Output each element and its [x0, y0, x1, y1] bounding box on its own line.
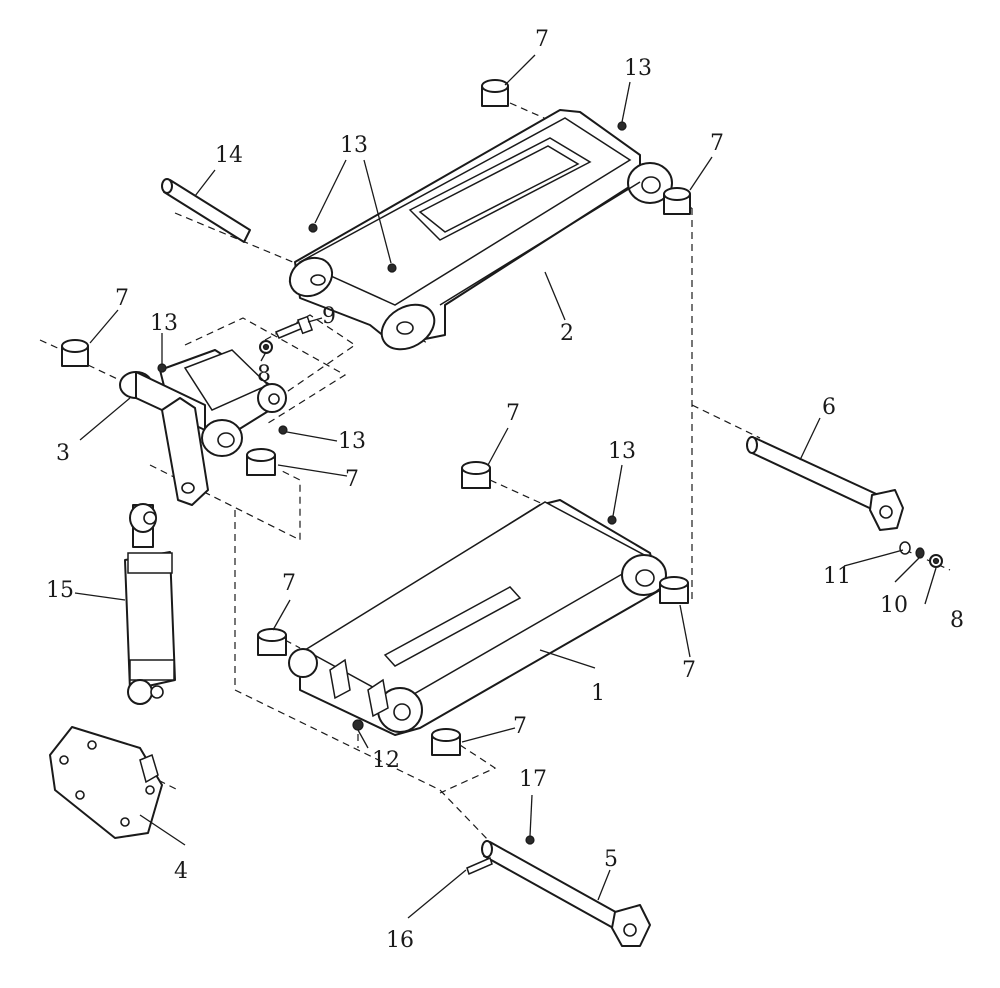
bushing-lower-top [461, 461, 491, 489]
bushing-bottom [431, 728, 461, 756]
pin-14 [161, 178, 251, 243]
callout-8: 8 [257, 362, 271, 387]
grease-fitting-13 [157, 363, 167, 373]
cotter-pin-16 [466, 856, 493, 876]
grease-fitting-13 [308, 223, 318, 233]
lower-arm [288, 499, 667, 736]
cover-plate [49, 726, 163, 839]
callout-1: 1 [591, 681, 605, 706]
callout-7: 7 [282, 571, 296, 596]
washer-11 [899, 541, 911, 555]
callout-13: 13 [150, 311, 178, 336]
callout-4: 4 [174, 859, 188, 884]
callout-15: 15 [46, 578, 74, 603]
bushing-left [61, 339, 89, 367]
nut-8-shaft [929, 554, 943, 568]
bushing-lower-left [257, 628, 287, 656]
callout-7: 7 [513, 714, 527, 739]
callout-17: 17 [519, 767, 547, 792]
lockwasher-10 [915, 547, 925, 559]
shaft-5 [481, 840, 651, 947]
leader-lines [74, 54, 937, 919]
callout-10: 10 [880, 593, 908, 618]
callout-7: 7 [535, 27, 549, 52]
callout-16: 16 [386, 928, 414, 953]
callout-5: 5 [604, 847, 618, 872]
upper-arm [288, 109, 673, 351]
bushing-crank [246, 448, 276, 476]
callout-12: 12 [372, 748, 400, 773]
callout-labels: 1 2 3 4 5 6 7 7 7 7 7 7 7 7 8 8 9 10 11 … [46, 27, 964, 953]
callout-8: 8 [950, 608, 964, 633]
callout-7: 7 [506, 401, 520, 426]
callout-13: 13 [608, 439, 636, 464]
callout-7: 7 [710, 131, 724, 156]
callout-9: 9 [322, 304, 336, 329]
callout-7: 7 [682, 658, 696, 683]
shock-absorber [124, 503, 176, 705]
callout-7: 7 [345, 467, 359, 492]
callout-2: 2 [560, 321, 574, 346]
bushing-lower-right [659, 576, 689, 604]
nut-8 [259, 340, 273, 354]
callout-14: 14 [215, 143, 243, 168]
grease-fitting-13 [387, 263, 397, 273]
callout-13: 13 [340, 133, 368, 158]
bushings [61, 79, 691, 756]
callout-7: 7 [115, 286, 129, 311]
callout-6: 6 [822, 395, 836, 420]
grease-fitting-12 [352, 719, 364, 731]
bushing-top [481, 79, 509, 107]
grease-fitting-13 [278, 425, 288, 435]
grease-fitting-17 [525, 835, 535, 845]
callout-13: 13 [338, 429, 366, 454]
bolt-9 [274, 315, 314, 339]
grease-fitting-13 [607, 515, 617, 525]
callout-11: 11 [823, 564, 851, 589]
callout-13: 13 [624, 56, 652, 81]
callout-3: 3 [56, 441, 70, 466]
bushing-upper-right [663, 187, 691, 215]
grease-fitting-13 [617, 121, 627, 131]
shaft-6 [746, 436, 904, 531]
bell-crank [119, 349, 287, 506]
